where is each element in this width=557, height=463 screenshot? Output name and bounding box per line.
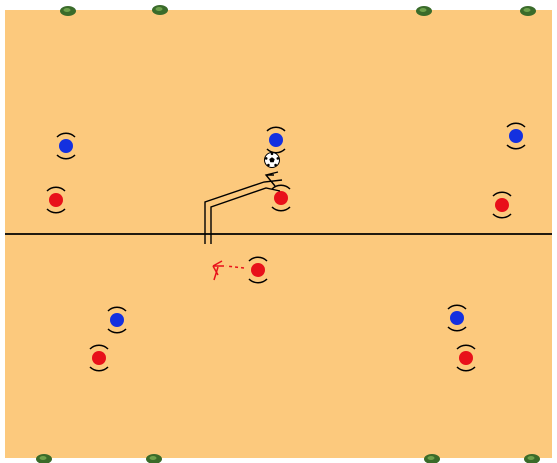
red-player-icon bbox=[492, 191, 512, 219]
pass-arrow-icon bbox=[204, 171, 283, 244]
cone-marker-icon bbox=[424, 454, 440, 463]
blue-player-icon bbox=[447, 304, 467, 332]
cone-marker-icon bbox=[520, 6, 536, 16]
cone-markers bbox=[36, 5, 540, 463]
red-player-icon bbox=[46, 186, 66, 214]
blue-player-icon bbox=[266, 126, 286, 154]
red-player-icon bbox=[271, 184, 291, 212]
red-player-icon bbox=[89, 344, 109, 372]
soccer-ball-icon bbox=[264, 152, 280, 168]
cone-marker-icon bbox=[36, 454, 52, 463]
cone-marker-icon bbox=[146, 454, 162, 463]
red-team bbox=[46, 184, 512, 372]
cone-marker-icon bbox=[152, 5, 168, 15]
red-player-icon bbox=[456, 344, 476, 372]
blue-team bbox=[56, 122, 526, 334]
blue-player-icon bbox=[506, 122, 526, 150]
run-arrow-icon bbox=[212, 260, 245, 281]
blue-player-icon bbox=[56, 132, 76, 160]
cone-marker-icon bbox=[416, 6, 432, 16]
cone-marker-icon bbox=[524, 454, 540, 463]
red-player-icon bbox=[248, 256, 268, 284]
blue-player-icon bbox=[107, 306, 127, 334]
cone-marker-icon bbox=[60, 6, 76, 16]
